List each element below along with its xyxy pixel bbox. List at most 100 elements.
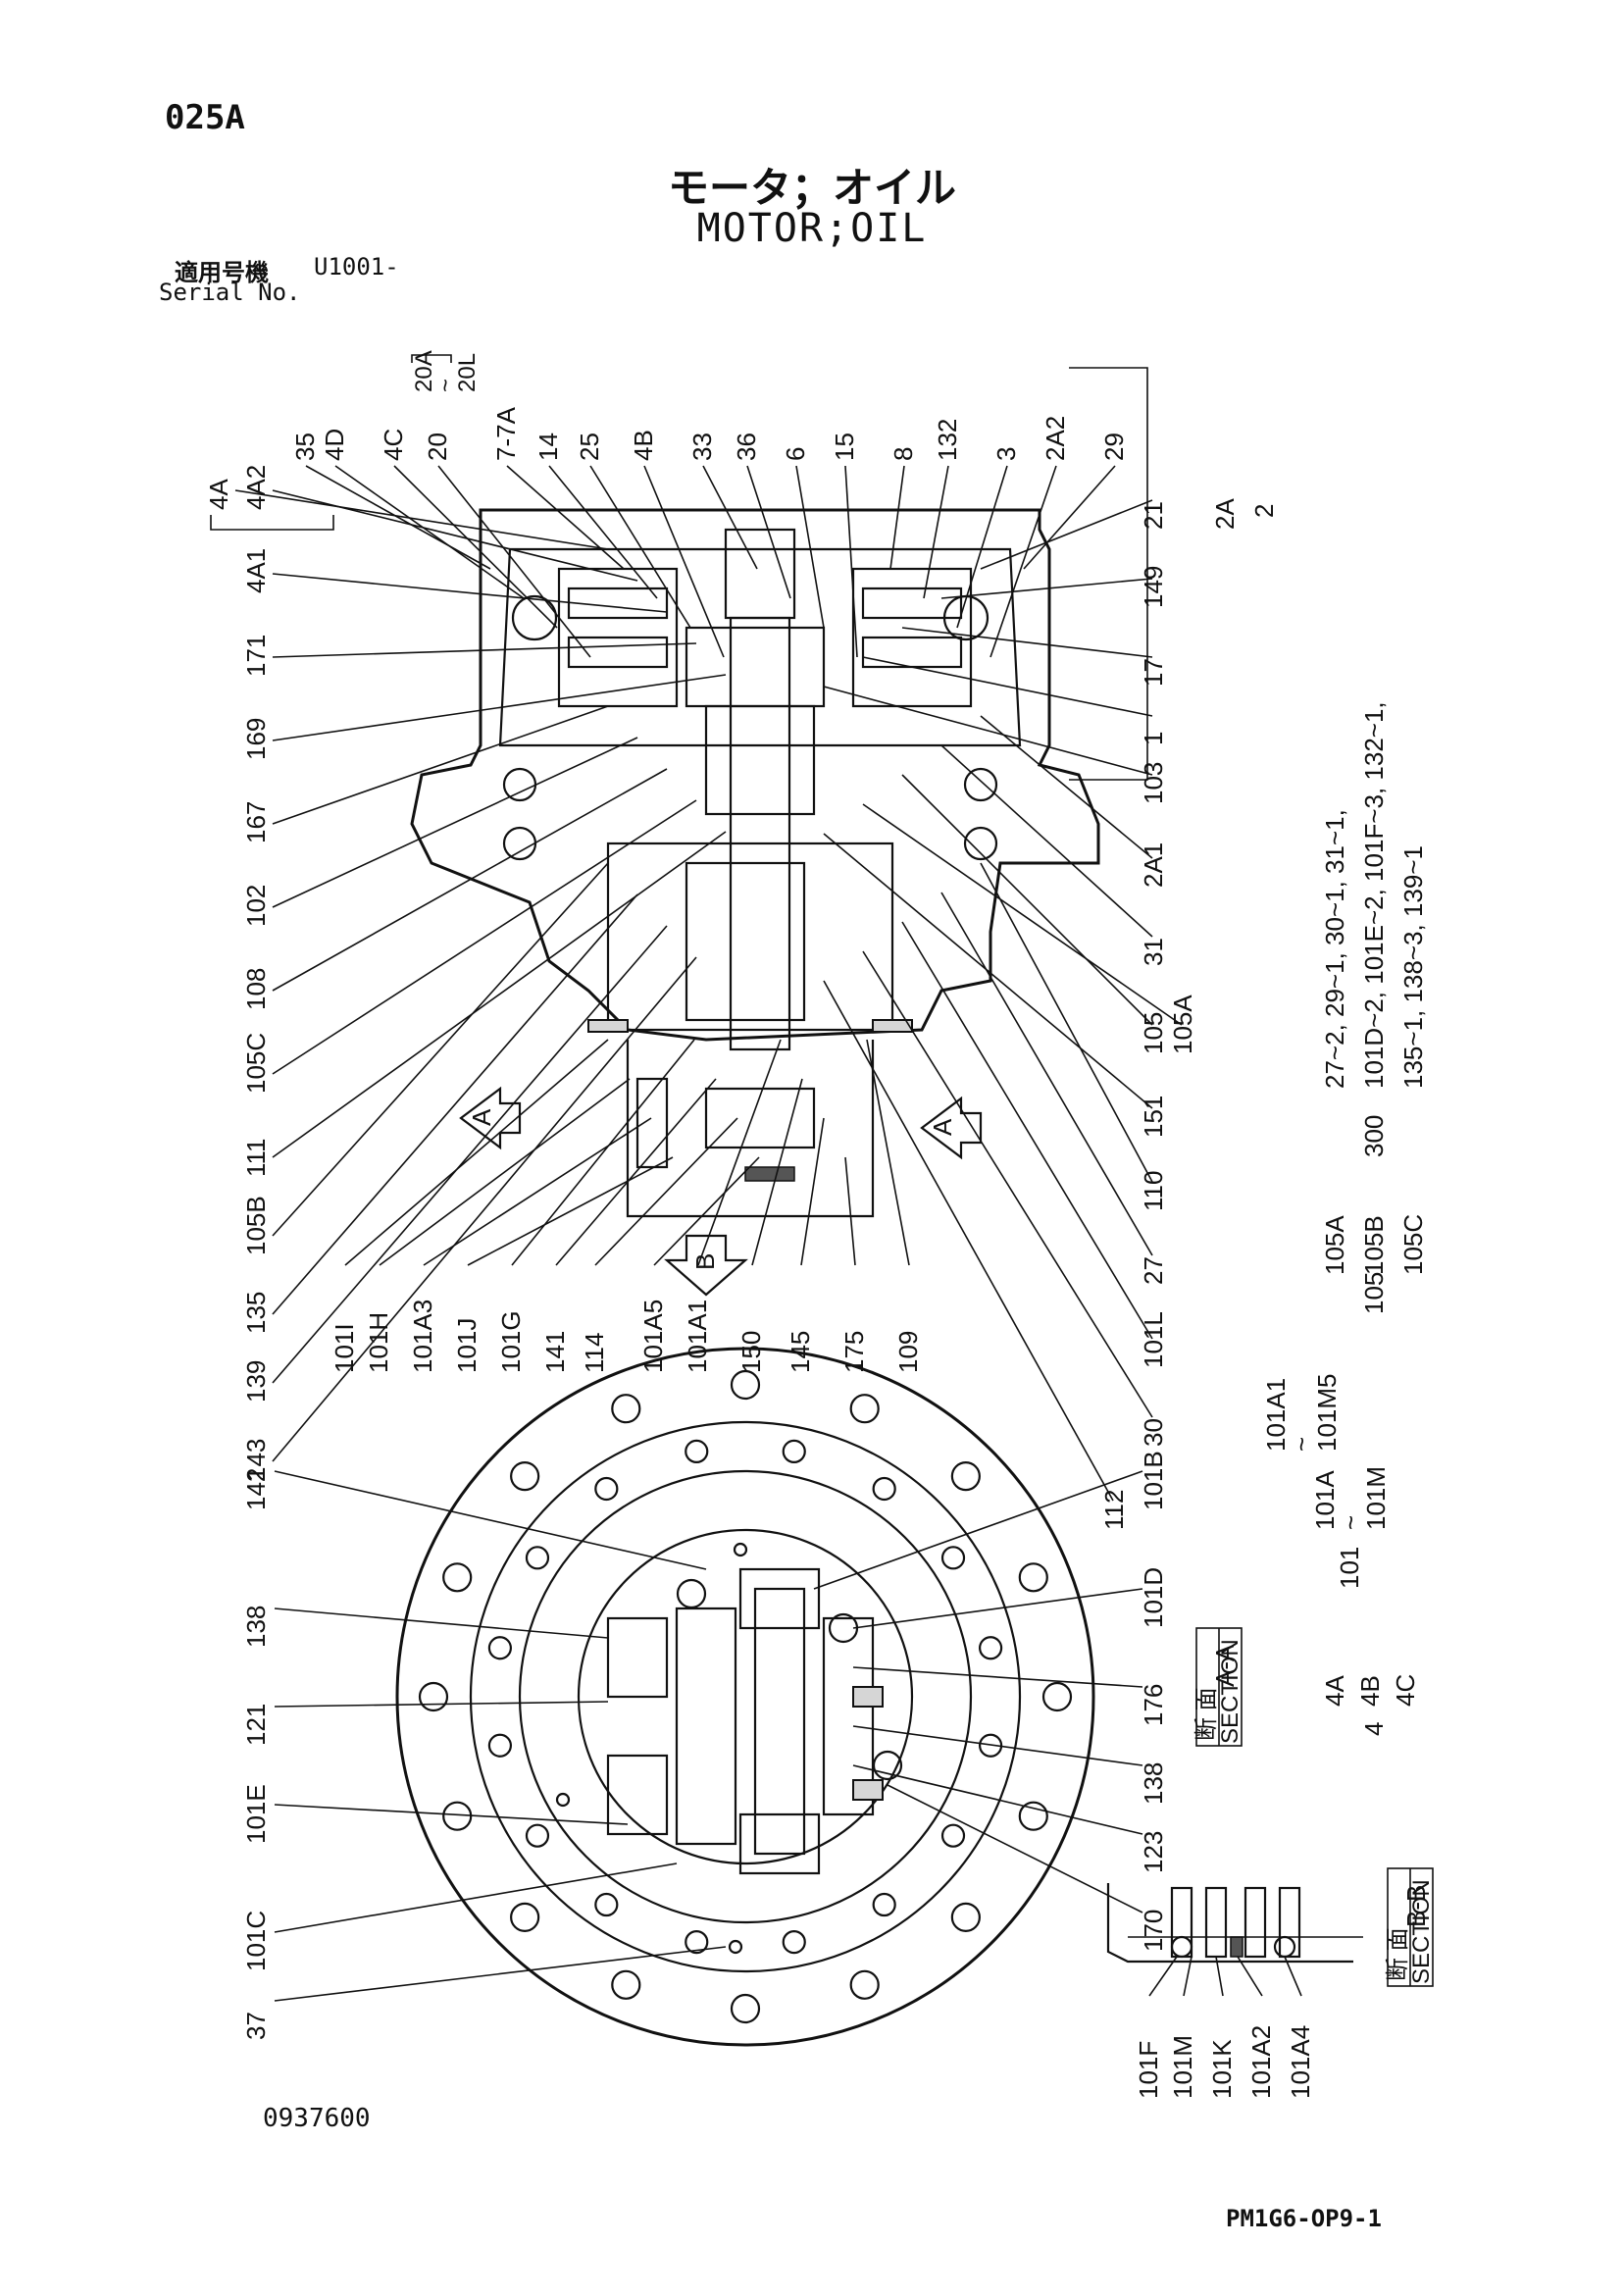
callout-105C: 105C — [241, 1033, 271, 1094]
inner-bolt-3 — [782, 1930, 806, 1955]
detail-b-leader-4 — [1284, 1956, 1302, 1997]
front-leader-right-2 — [852, 1666, 1143, 1688]
callout-29: 29 — [1099, 433, 1129, 461]
callout-group20-1: ~ — [432, 379, 459, 392]
front-callout-right-3: 138 — [1139, 1762, 1168, 1805]
leader-left-10 — [272, 862, 609, 1237]
kit-300-row2: 101D~2, 101E~2, 101F~3, 132~1, — [1359, 701, 1389, 1089]
leader-right-10 — [980, 862, 1153, 1183]
inner-bolt-14 — [940, 1546, 966, 1570]
serial-value: U1001- — [314, 253, 399, 281]
leader-bottom-10 — [800, 1117, 825, 1266]
detail-b-callout-4: 101A4 — [1286, 2025, 1315, 2099]
section-a-mark-left: A — [467, 1108, 496, 1126]
front-callout-left-0: 142 — [241, 1468, 271, 1510]
front-callout-left-5: 37 — [241, 2012, 271, 2040]
callout-171: 171 — [241, 635, 271, 677]
front-leader-right-4 — [852, 1764, 1143, 1835]
serial-label-jp: 適用号機 — [175, 259, 269, 286]
section-aa: A-A — [1210, 1644, 1240, 1687]
inner-bolt-12 — [782, 1439, 806, 1463]
leader-right-8 — [862, 803, 1183, 1026]
leader-top-2 — [393, 465, 558, 629]
group-4-item-0: 4A — [1320, 1675, 1349, 1707]
callout-101I: 101I — [330, 1323, 359, 1373]
detail-b-callout-1: 101M — [1168, 2035, 1197, 2099]
group-101-sub-0: 101A — [1310, 1470, 1340, 1530]
group-101-sub2-0: 101A1 — [1261, 1378, 1291, 1452]
leader-top-13 — [923, 465, 949, 599]
callout-25: 25 — [575, 433, 604, 461]
callout-6: 6 — [781, 447, 810, 461]
callout-151: 151 — [1139, 1096, 1168, 1138]
front-leader-left-5 — [274, 1946, 727, 2002]
callout-15: 15 — [830, 433, 859, 461]
callout-141: 141 — [540, 1331, 570, 1373]
callout-2A1: 2A1 — [1139, 842, 1168, 888]
page-title-jp: モータ；オイル — [667, 164, 956, 212]
callout-143: 143 — [241, 1439, 271, 1481]
front-leader-right-3 — [852, 1725, 1143, 1766]
front-callout-left-4: 101C — [241, 1911, 271, 1971]
leader-top-5 — [548, 465, 658, 599]
outer-bolt-2 — [950, 1902, 981, 1932]
leader-top-10 — [795, 465, 825, 629]
inner-bolt-2 — [872, 1892, 896, 1917]
callout-4B: 4B — [629, 430, 658, 461]
section-b-mark: B — [690, 1253, 720, 1270]
inner-bolt-6 — [525, 1823, 550, 1848]
front-callout-left-3: 101E — [241, 1784, 271, 1844]
callout-110: 110 — [1139, 1171, 1168, 1211]
leader-bottom-6 — [594, 1117, 738, 1266]
callout-17: 17 — [1139, 658, 1168, 687]
front-leader-right-1 — [852, 1588, 1143, 1629]
detail-bb: 断 面 SECTION B-B — [1106, 1867, 1435, 1987]
front-leader-left-0 — [274, 1470, 707, 1570]
leader-top-1 — [334, 465, 525, 599]
leader-left-0 — [234, 489, 609, 550]
section-bb-en: SECTION — [1408, 1879, 1435, 1984]
leader-bottom-7 — [653, 1156, 760, 1266]
brace-20 — [411, 354, 452, 363]
callout-7-7A: 7-7A — [491, 406, 521, 461]
motor-cross-section — [410, 508, 1100, 1297]
leader-left-4 — [272, 674, 727, 741]
leader-right-9 — [823, 833, 1153, 1109]
callout-4A: 4A — [204, 479, 233, 510]
callout-167: 167 — [241, 801, 271, 843]
callout-group20-2: 20L — [454, 353, 481, 392]
callout-139: 139 — [241, 1360, 271, 1403]
leader-top-4 — [506, 465, 625, 570]
leader-top-6 — [589, 465, 691, 629]
callout-135: 135 — [241, 1292, 271, 1334]
leader-left-6 — [272, 737, 638, 908]
group-101-sub-1: ~ — [1336, 1515, 1365, 1530]
page-code: 025A — [165, 98, 245, 137]
detail-b-callout-2: 101K — [1207, 2039, 1237, 2099]
callout-105: 105 — [1139, 1012, 1168, 1054]
callout-101A3: 101A3 — [408, 1300, 437, 1373]
callout-4D: 4D — [320, 429, 349, 461]
front-callout-right-1: 101D — [1139, 1567, 1168, 1628]
callout-8: 8 — [888, 447, 918, 461]
group-105-item-2: 105C — [1398, 1214, 1428, 1275]
kit-300-row3: 135~1, 138~3, 139~1 — [1398, 845, 1428, 1089]
section-aa-en: SECTION — [1217, 1639, 1243, 1744]
leader-left-3 — [272, 642, 697, 658]
callout-2A2: 2A2 — [1040, 416, 1070, 461]
callout-21: 21 — [1139, 501, 1168, 530]
inner-bolt-15 — [979, 1636, 1003, 1660]
callout-14: 14 — [533, 433, 563, 461]
leader-top-0 — [305, 465, 491, 570]
callout-3: 3 — [991, 447, 1021, 461]
front-leader-left-4 — [274, 1862, 678, 1933]
outer-bolt-5 — [611, 1969, 641, 2000]
inner-bolt-9 — [525, 1546, 550, 1570]
front-leader-lines — [274, 1470, 1143, 2002]
